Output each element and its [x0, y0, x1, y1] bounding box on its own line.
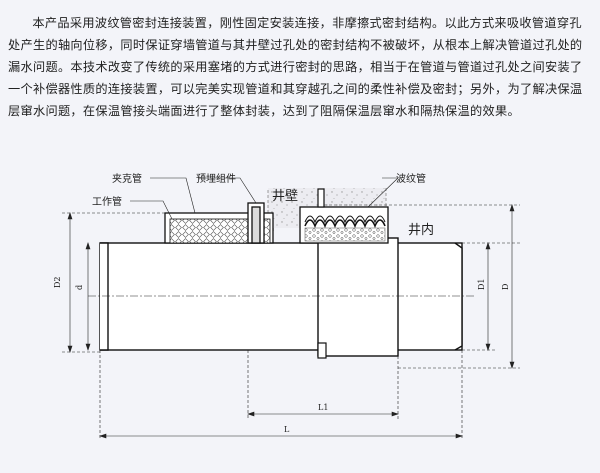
label-clamp-pipe: 夹克管: [112, 172, 142, 185]
dim-D1: D1: [477, 278, 486, 290]
leader-lines: [130, 177, 399, 220]
dim-D2: D2: [53, 276, 62, 288]
label-bellows: 波纹管: [396, 172, 426, 185]
dim-d: d: [75, 285, 84, 290]
embedded-assembly: [247, 202, 265, 244]
dim-L1: L1: [318, 403, 328, 412]
label-well-inside: 井内: [408, 222, 434, 238]
dim-left: [62, 212, 165, 353]
intro-paragraph: 本产品采用波纹管密封连接装置，刚性固定安装连接，非摩擦式密封结构。以此方式来吸收…: [8, 16, 583, 118]
main-pipe: [99, 237, 463, 357]
pipe-bellows-seal-diagram: 夹克管 工作管 预埋组件 井壁 波纹管 井内 D2 d D1 D L1 L: [53, 172, 520, 440]
label-embedded-assembly: 预埋组件: [196, 172, 236, 185]
bottom-flange: [317, 342, 327, 359]
label-well-wall: 井壁: [272, 189, 298, 204]
bellows: [299, 206, 389, 244]
dim-right: [324, 204, 520, 369]
dim-bottom: [99, 350, 463, 440]
dim-D: D: [501, 284, 510, 290]
bellows-flange: [317, 188, 325, 208]
dim-L: L: [284, 425, 290, 434]
label-work-pipe: 工作管: [92, 195, 122, 208]
